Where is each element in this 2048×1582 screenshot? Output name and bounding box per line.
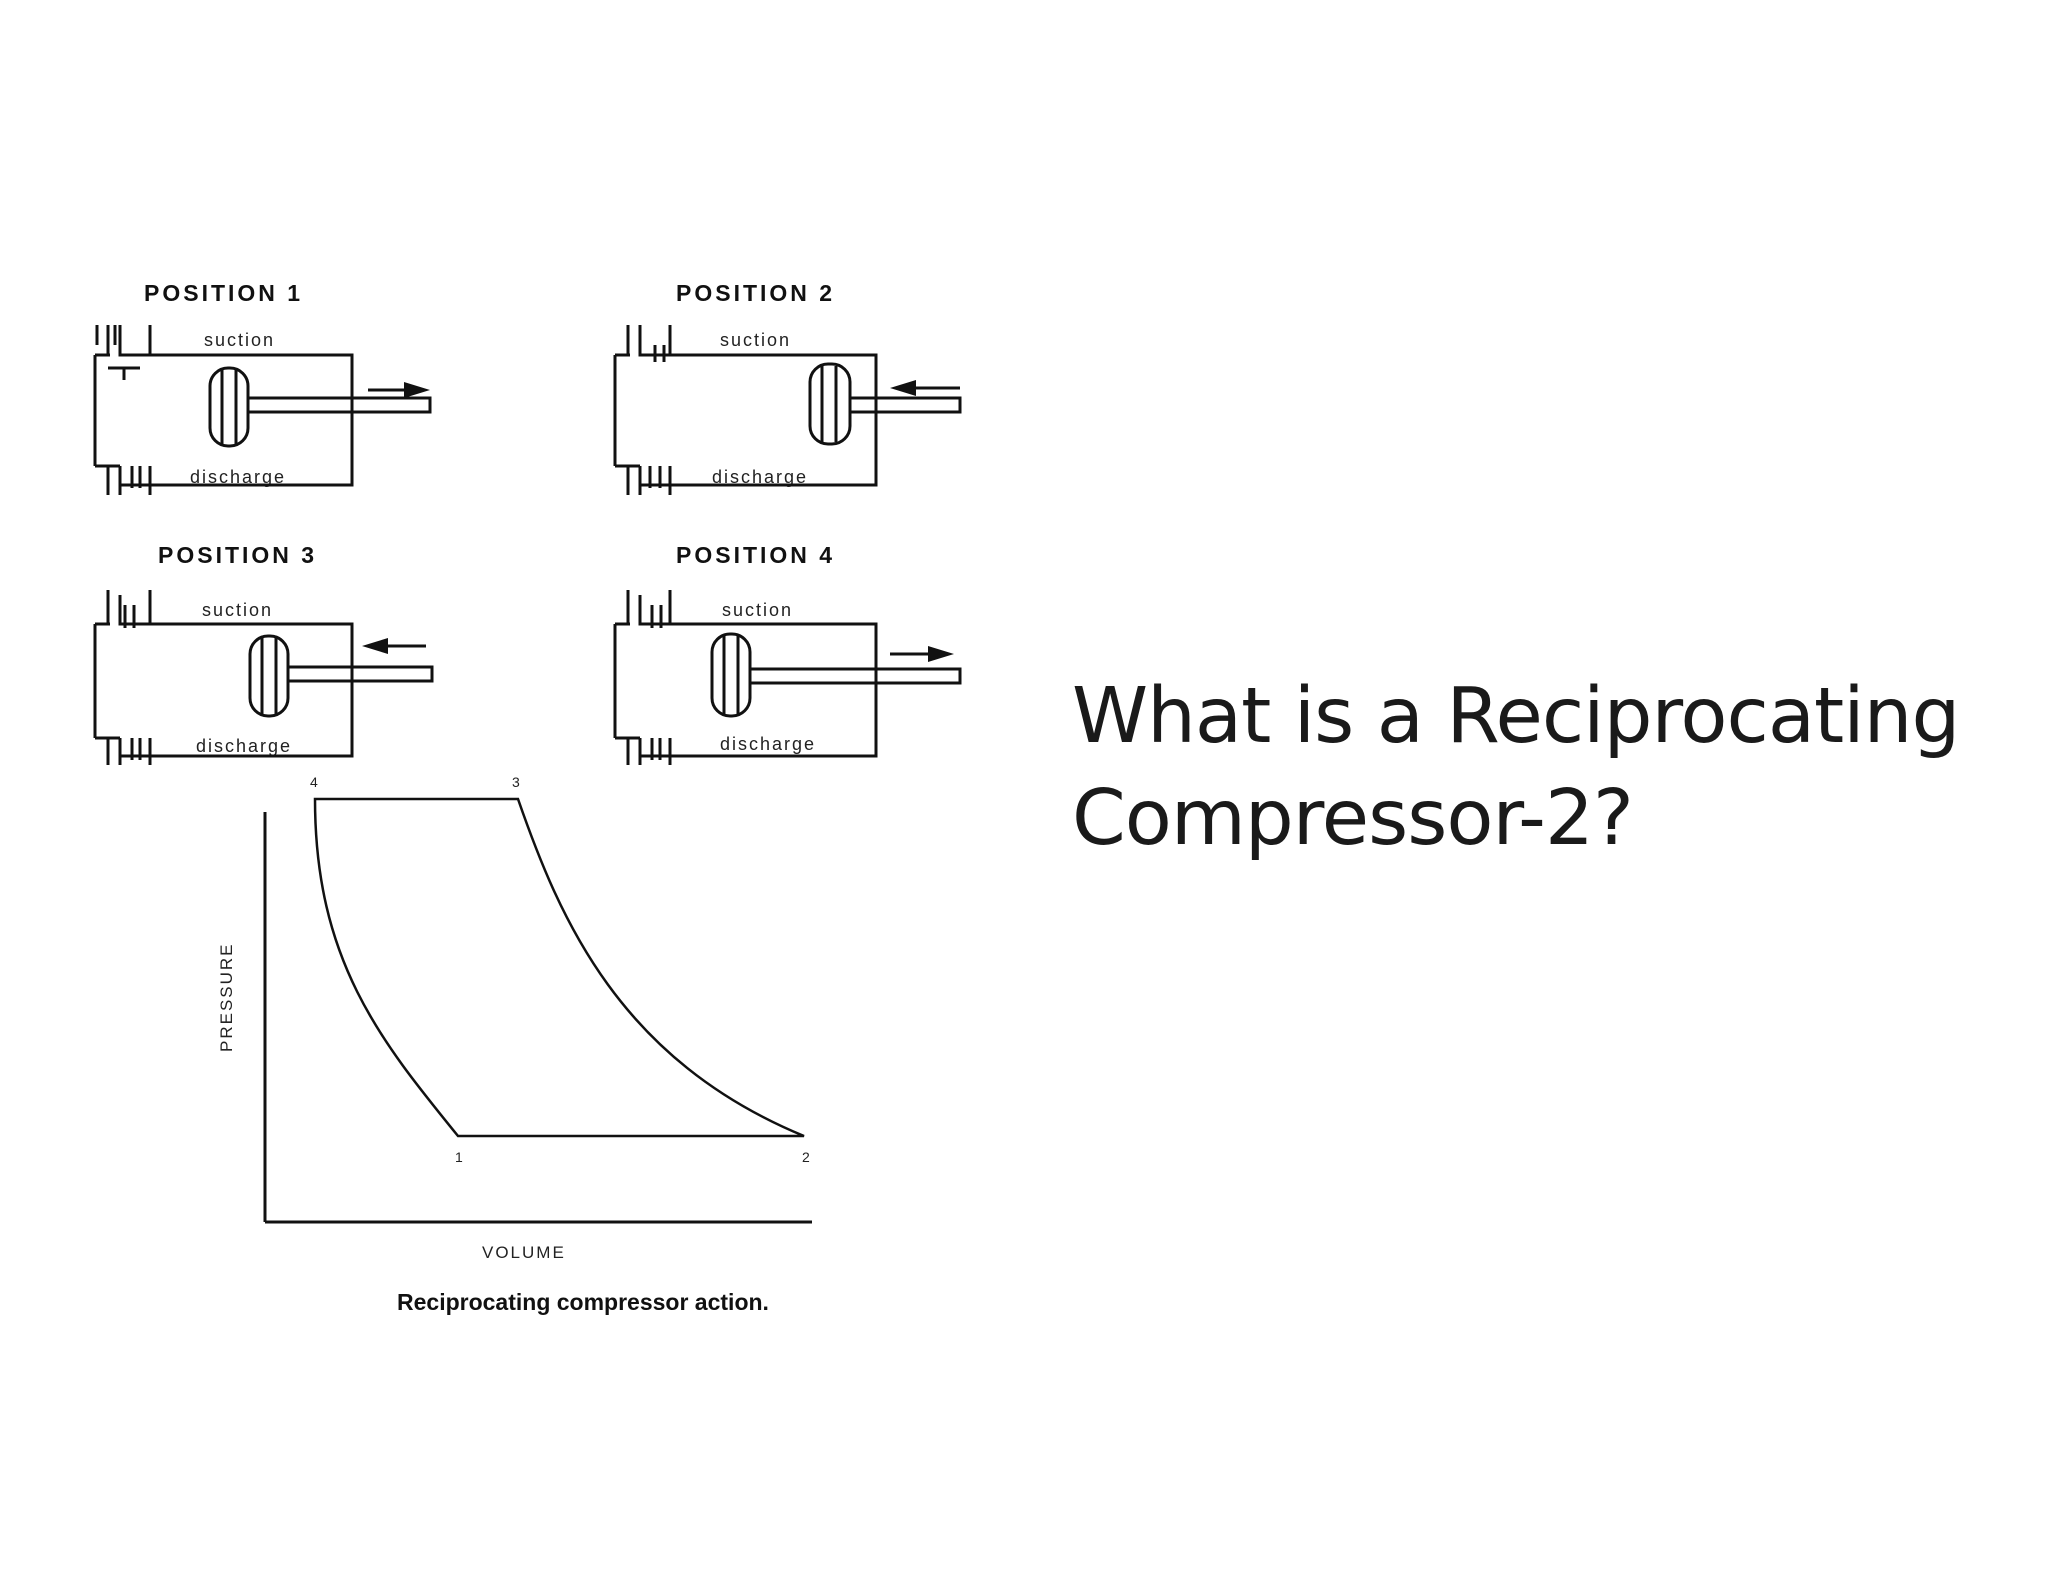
position-3-cylinder bbox=[93, 590, 354, 765]
compressor-figure: POSITION 1 suction discharge bbox=[93, 280, 962, 1315]
position-3-discharge-label: discharge bbox=[196, 736, 292, 756]
pv-diagram: 4 3 1 2 PRESSURE VOLUME bbox=[217, 774, 812, 1262]
position-2-discharge-label: discharge bbox=[712, 467, 808, 487]
position-1-title: POSITION 1 bbox=[144, 280, 303, 306]
position-1-panel: POSITION 1 suction discharge bbox=[93, 280, 432, 495]
position-1-cylinder bbox=[93, 325, 354, 495]
position-1-discharge-label: discharge bbox=[190, 467, 286, 487]
pv-point-4-label: 4 bbox=[310, 774, 318, 790]
position-2-arrow-left bbox=[890, 380, 960, 396]
position-1-arrow-right bbox=[368, 382, 430, 398]
position-4-title: POSITION 4 bbox=[676, 542, 835, 568]
position-1-piston bbox=[208, 366, 432, 448]
pv-point-3-label: 3 bbox=[512, 774, 520, 790]
position-3-suction-label: suction bbox=[202, 600, 273, 620]
position-4-piston bbox=[710, 632, 962, 718]
figure-caption: Reciprocating compressor action. bbox=[397, 1289, 769, 1315]
position-1-suction-label: suction bbox=[204, 330, 275, 350]
position-2-cylinder bbox=[613, 325, 878, 495]
pv-y-label: PRESSURE bbox=[217, 942, 236, 1052]
position-2-panel: POSITION 2 suction discharge bbox=[613, 280, 962, 495]
position-4-discharge-label: discharge bbox=[720, 734, 816, 754]
position-3-panel: POSITION 3 suction discharge bbox=[93, 542, 434, 765]
position-3-piston bbox=[248, 634, 434, 718]
pv-cycle-curve bbox=[313, 797, 805, 1138]
position-2-suction-label: suction bbox=[720, 330, 791, 350]
position-2-title: POSITION 2 bbox=[676, 280, 835, 306]
pv-x-label: VOLUME bbox=[482, 1243, 566, 1262]
slide-title: What is a Reciprocating Compressor-2? bbox=[1072, 666, 2032, 870]
position-4-panel: POSITION 4 suction discharge bbox=[613, 542, 962, 765]
position-3-arrow-left bbox=[362, 638, 426, 654]
slide-title-line-2: Compressor-2? bbox=[1072, 774, 1634, 863]
slide-title-line-1: What is a Reciprocating bbox=[1072, 672, 1960, 761]
position-4-cylinder bbox=[613, 590, 878, 765]
pv-point-2-label: 2 bbox=[802, 1149, 810, 1165]
position-2-piston bbox=[808, 362, 962, 446]
pv-point-1-label: 1 bbox=[455, 1149, 463, 1165]
position-4-suction-label: suction bbox=[722, 600, 793, 620]
position-4-arrow-right bbox=[890, 646, 954, 662]
position-3-title: POSITION 3 bbox=[158, 542, 317, 568]
